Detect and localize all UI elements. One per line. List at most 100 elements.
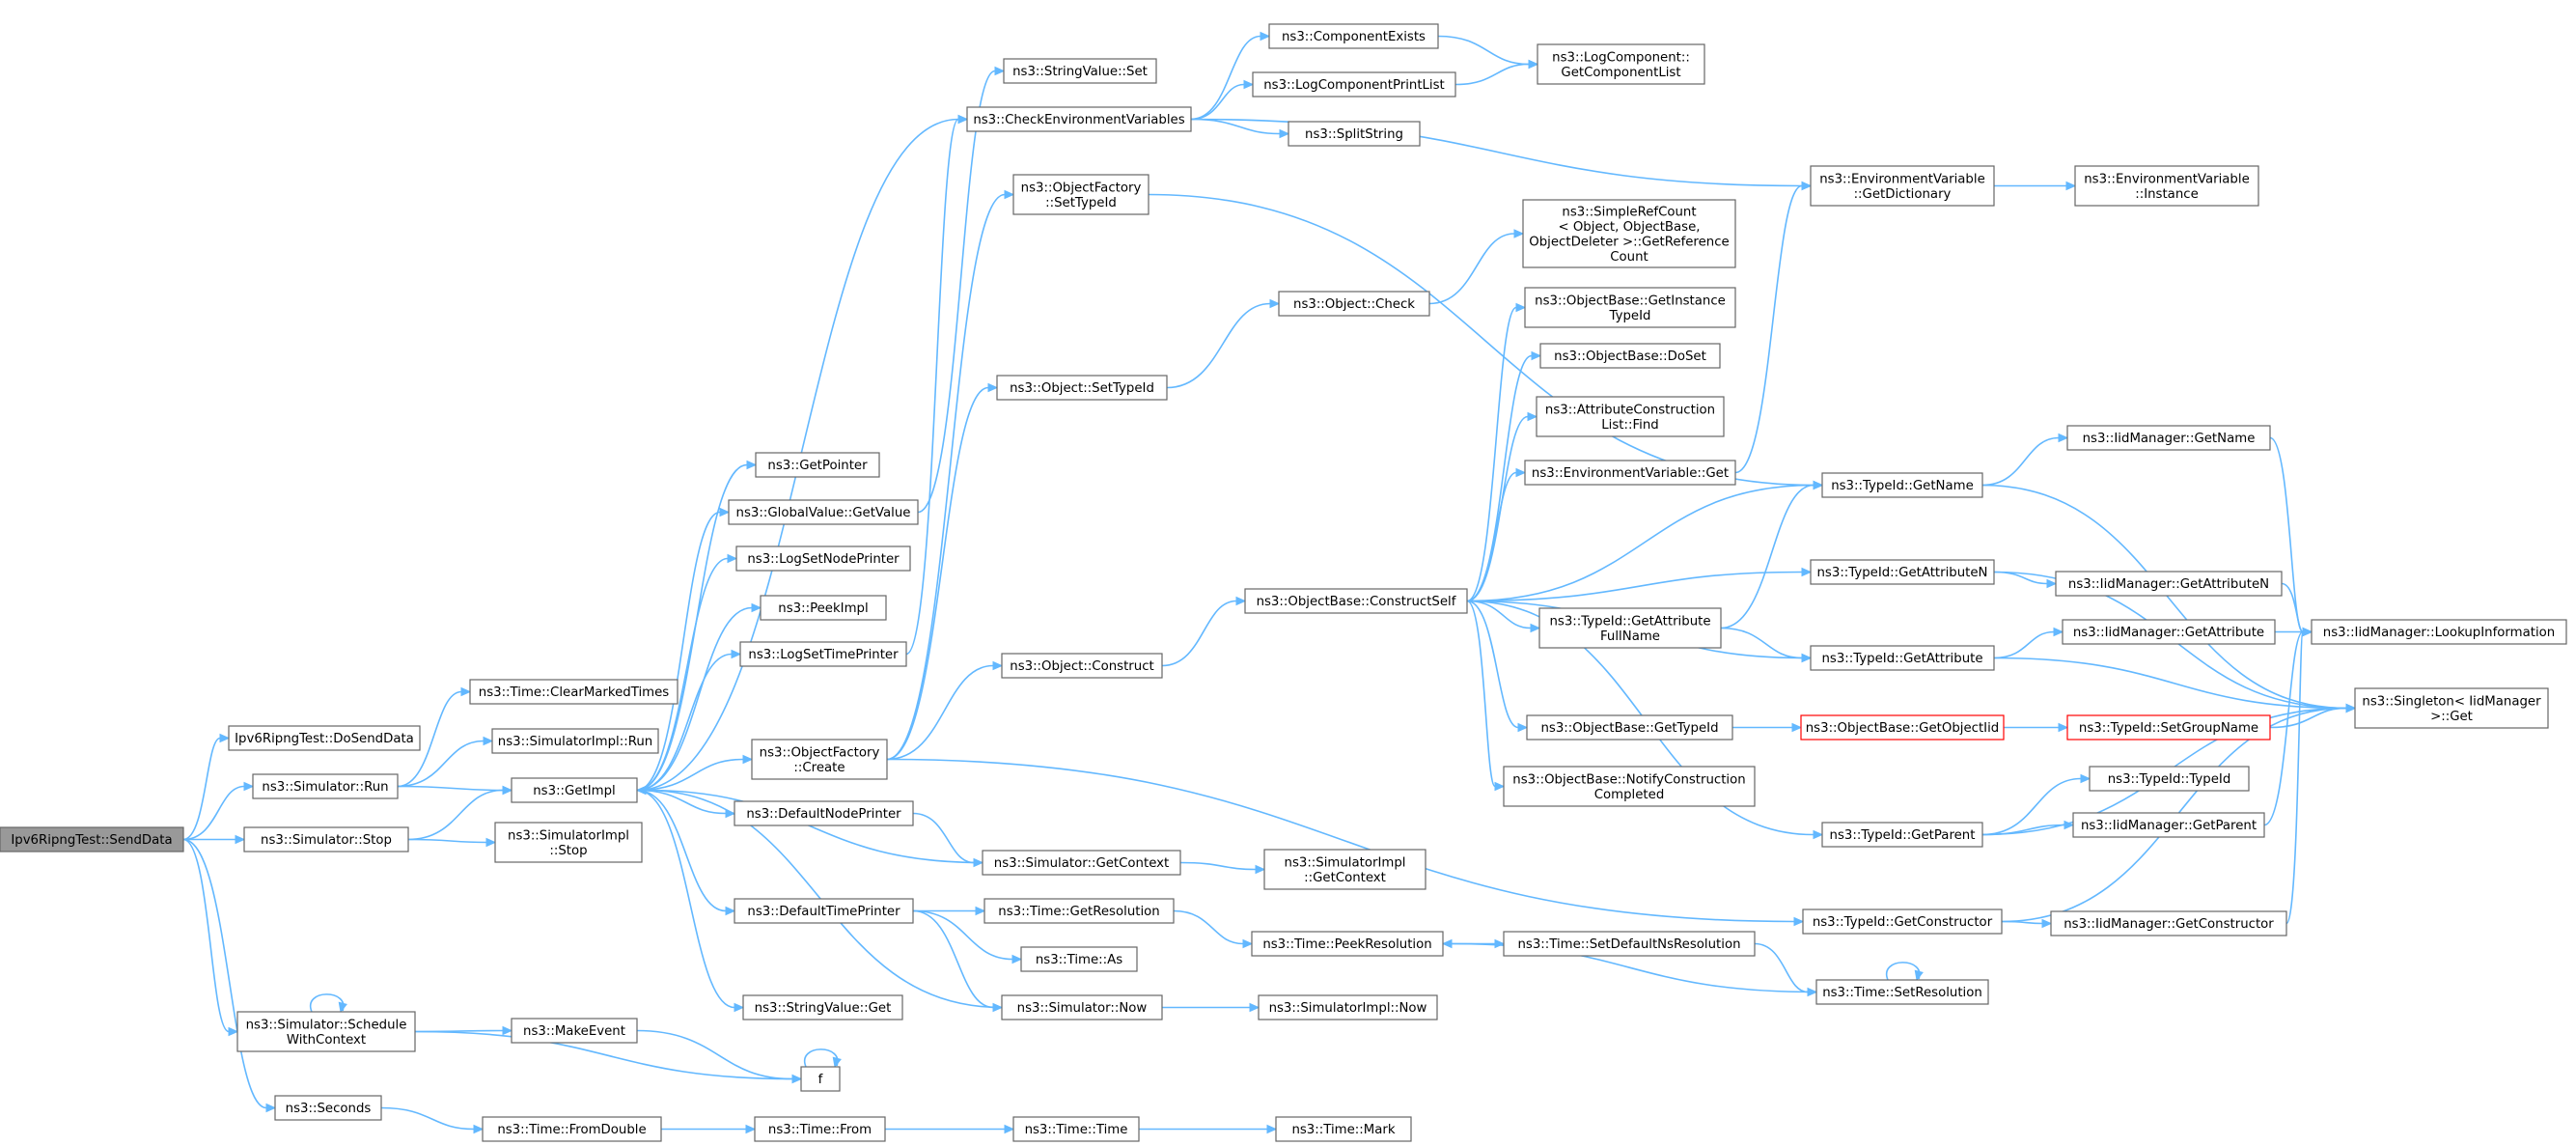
call-edge-makeevent-to-f — [636, 1029, 803, 1084]
function-node-splitstring[interactable]: ns3::SplitString — [1288, 121, 1421, 147]
call-edge-tidgetattrfull-to-tidgetname — [1720, 480, 1824, 629]
node-label: ns3::Time::PeekResolution — [1262, 937, 1431, 952]
function-node-deftimeprinter[interactable]: ns3::DefaultTimePrinter — [734, 898, 914, 924]
node-label: ns3::IidManager::LookupInformation — [2323, 626, 2555, 640]
call-edge-fromdouble-to-timefrom — [660, 1124, 757, 1134]
node-box — [1802, 908, 2003, 935]
function-node-simimplgetctx[interactable]: ns3::SimulatorImpl::GetContext — [1263, 849, 1426, 890]
function-node-logcompprint[interactable]: ns3::LogComponentPrintList — [1252, 71, 1456, 98]
call-edge-objsettypeid-to-objcheck — [1166, 298, 1281, 389]
function-node-objsettypeid[interactable]: ns3::Object::SetTypeId — [996, 375, 1168, 401]
function-node-ofcreate[interactable]: ns3::ObjectFactory::Create — [751, 739, 888, 780]
function-node-iidgetattrn[interactable]: ns3::IidManager::GetAttributeN — [2055, 571, 2283, 597]
function-node-tidtypeid[interactable]: ns3::TypeId::TypeId — [2089, 766, 2250, 792]
function-node-simnow[interactable]: ns3::Simulator::Now — [1001, 994, 1163, 1020]
node-label: ns3::Time::GetResolution — [998, 905, 1159, 919]
function-node-obgettypeid[interactable]: ns3::ObjectBase::GetTypeId — [1526, 714, 1733, 741]
function-node-iidgetctor[interactable]: ns3::IidManager::GetConstructor — [2050, 910, 2287, 936]
call-edge-ofcreate-to-objsettypeid — [886, 382, 999, 761]
function-node-simimplrun[interactable]: ns3::SimulatorImpl::Run — [491, 728, 659, 754]
function-node-simimplstop[interactable]: ns3::SimulatorImpl::Stop — [494, 822, 643, 863]
node-box — [734, 800, 914, 826]
function-node-tidgetname[interactable]: ns3::TypeId::GetName — [1821, 472, 1983, 498]
function-node-peekres[interactable]: ns3::Time::PeekResolution — [1251, 931, 1444, 957]
function-node-fromdouble[interactable]: ns3::Time::FromDouble — [482, 1116, 662, 1142]
function-node-singleton[interactable]: ns3::Singleton< IidManager>::Get — [2354, 687, 2549, 729]
node-label: ns3::TypeId::GetName — [1831, 479, 1974, 493]
function-node-objconstruct[interactable]: ns3::Object::Construct — [1001, 653, 1163, 679]
function-node-timeas[interactable]: ns3::Time::As — [1020, 946, 1138, 972]
node-label: ns3::TypeId::GetAttributeN — [1817, 566, 1988, 580]
function-node-logsetnode[interactable]: ns3::LogSetNodePrinter — [735, 545, 911, 572]
function-node-simrun[interactable]: ns3::Simulator::Run — [252, 773, 399, 799]
function-node-tidgetparent[interactable]: ns3::TypeId::GetParent — [1821, 822, 1983, 848]
function-node-getimpl[interactable]: ns3::GetImpl — [511, 777, 638, 803]
node-box — [983, 898, 1175, 924]
function-node-ofsettypeid[interactable]: ns3::ObjectFactory::SetTypeId — [1012, 174, 1150, 215]
function-node-root[interactable]: Ipv6RipngTest::SendData — [0, 826, 184, 853]
function-node-makeevent[interactable]: ns3::MakeEvent — [511, 1018, 638, 1044]
node-box — [2055, 571, 2283, 597]
function-node-timesetres[interactable]: ns3::Time::SetResolution — [1815, 979, 1989, 1005]
function-node-simstop[interactable]: ns3::Simulator::Stop — [243, 826, 409, 853]
function-node-logsettime[interactable]: ns3::LogSetTimePrinter — [739, 641, 907, 667]
function-node-iidgetname[interactable]: ns3::IidManager::GetName — [2066, 425, 2271, 451]
function-node-tidgetattrn[interactable]: ns3::TypeId::GetAttributeN — [1810, 559, 1995, 585]
function-node-simplerefcount[interactable]: ns3::SimpleRefCount< Object, ObjectBase,… — [1522, 199, 1736, 268]
function-node-timemark[interactable]: ns3::Time::Mark — [1275, 1116, 1412, 1142]
function-node-timetime[interactable]: ns3::Time::Time — [1012, 1116, 1140, 1142]
node-label: ns3::ObjectBase::ConstructSelf — [1257, 595, 1456, 609]
function-node-obgetobjtid[interactable]: ns3::ObjectBase::GetObjectIid — [1800, 714, 2005, 741]
function-node-tidsetgroup[interactable]: ns3::TypeId::SetGroupName — [2066, 714, 2271, 741]
call-edge-root-to-simrun — [182, 781, 255, 841]
node-label: ns3::Time::FromDouble — [497, 1123, 646, 1137]
function-node-simgetctx[interactable]: ns3::Simulator::GetContext — [982, 850, 1181, 876]
function-node-gvgetvalue[interactable]: ns3::GlobalValue::GetValue — [728, 499, 919, 525]
node-box — [800, 1066, 841, 1092]
function-node-constructself[interactable]: ns3::ObjectBase::ConstructSelf — [1244, 588, 1468, 614]
function-node-f[interactable]: f — [800, 1066, 841, 1092]
node-box — [491, 728, 659, 754]
function-node-obdoset[interactable]: ns3::ObjectBase::DoSet — [1539, 343, 1721, 369]
function-node-envget[interactable]: ns3::EnvironmentVariable::Get — [1524, 460, 1736, 486]
function-node-setdefaultns[interactable]: ns3::Time::SetDefaultNsResolution — [1503, 931, 1756, 957]
function-node-iidlookup[interactable]: ns3::IidManager::LookupInformation — [2311, 619, 2567, 645]
function-node-peekimpl[interactable]: ns3::PeekImpl — [760, 595, 887, 621]
function-node-iidgetattr[interactable]: ns3::IidManager::GetAttribute — [2062, 619, 2276, 645]
function-node-seconds[interactable]: ns3::Seconds — [274, 1095, 382, 1121]
function-node-tidgetctor[interactable]: ns3::TypeId::GetConstructor — [1802, 908, 2003, 935]
node-label: ns3::TypeId::TypeId — [2108, 772, 2231, 787]
function-node-svset[interactable]: ns3::StringValue::Set — [1003, 58, 1157, 84]
function-node-dosend[interactable]: Ipv6RipngTest::DoSendData — [228, 725, 421, 751]
function-node-obnotify[interactable]: ns3::ObjectBase::NotifyConstructionCompl… — [1503, 766, 1756, 807]
node-box — [1503, 931, 1756, 957]
function-node-simimplnow[interactable]: ns3::SimulatorImpl::Now — [1258, 994, 1438, 1020]
function-node-iidgetparent[interactable]: ns3::IidManager::GetParent — [2072, 812, 2265, 838]
function-node-defnodeprinter[interactable]: ns3::DefaultNodePrinter — [734, 800, 914, 826]
function-node-timefrom[interactable]: ns3::Time::From — [754, 1116, 886, 1142]
function-node-envinstance[interactable]: ns3::EnvironmentVariable::Instance — [2074, 165, 2259, 207]
function-node-clearmarked[interactable]: ns3::Time::ClearMarkedTimes — [469, 679, 679, 705]
node-box — [1001, 994, 1163, 1020]
function-node-envgetdict[interactable]: ns3::EnvironmentVariable::GetDictionary — [1810, 165, 1995, 207]
function-node-compexists[interactable]: ns3::ComponentExists — [1268, 23, 1439, 49]
node-box — [1020, 946, 1138, 972]
node-box — [1536, 396, 1725, 437]
function-node-checkenv[interactable]: ns3::CheckEnvironmentVariables — [966, 106, 1192, 132]
call-edge-timetime-to-timemark — [1138, 1124, 1278, 1134]
function-node-timegetres[interactable]: ns3::Time::GetResolution — [983, 898, 1175, 924]
function-node-svget[interactable]: ns3::StringValue::Get — [742, 994, 903, 1020]
call-edge-constructself-to-acfind — [1466, 411, 1538, 602]
node-box — [1252, 71, 1456, 98]
function-node-getpointer[interactable]: ns3::GetPointer — [755, 452, 880, 478]
function-node-tidgetattr[interactable]: ns3::TypeId::GetAttribute — [1810, 645, 1995, 671]
call-edge-obgetobjtid-to-tidsetgroup — [2003, 722, 2069, 733]
node-box — [2062, 619, 2276, 645]
function-node-logcompget[interactable]: ns3::LogComponent::GetComponentList — [1537, 43, 1705, 85]
function-node-objcheck[interactable]: ns3::Object::Check — [1278, 291, 1430, 317]
node-box — [0, 826, 184, 853]
